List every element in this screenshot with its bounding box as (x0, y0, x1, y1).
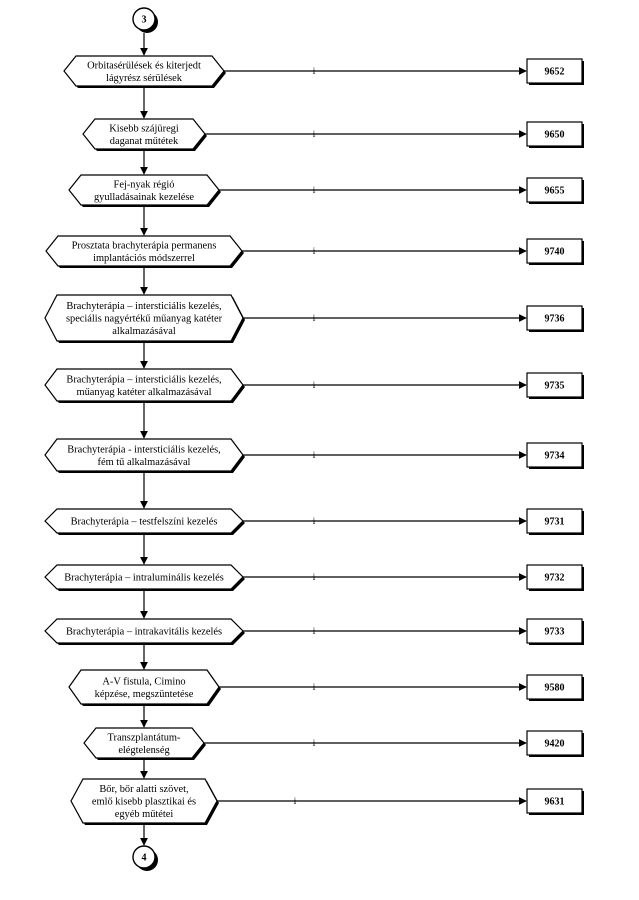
branch-label: i (313, 66, 316, 76)
branch-label: i (313, 380, 316, 390)
branch-label: i (313, 516, 316, 526)
branch-label: i (313, 682, 316, 692)
decision-label: elégtelenség (118, 745, 169, 756)
code-box (526, 618, 583, 644)
branch-label: i (294, 796, 297, 806)
code-box (526, 121, 583, 147)
decision-step-9580: A-V fistula, Cimino képzése, megszüntetés… (68, 669, 584, 706)
decision-step-9650: Kisebb szájüregi daganat műtétek i 9650 (82, 118, 584, 151)
branch-label: i (313, 185, 316, 195)
branch-label: i (313, 246, 316, 256)
end-connector-label: 4 (142, 853, 147, 864)
branch-label: i (313, 313, 316, 323)
decision-label: Brachyterápia – intersticiális kezelés, (66, 301, 221, 312)
code-label: 9652 (545, 67, 565, 78)
decision-label: képzése, megszüntetése (95, 689, 194, 700)
code-label: 9740 (545, 247, 565, 258)
decision-step-9420: Transzplantátum-elégtelenség i 9420 (83, 727, 584, 760)
decision-label: Brachyterápia - intersticiális kezelés, (67, 444, 220, 455)
decision-step-9631: Bőr, bőr alatti szövet, emlő kisebb plasz… (70, 778, 584, 825)
decision-label: speciális nagyértékű műanyag katéter (66, 314, 223, 325)
decision-label: Prosztata brachyterápia permanens (72, 240, 217, 251)
code-box (526, 305, 583, 331)
code-label: 9631 (545, 797, 565, 808)
branch-label: i (313, 129, 316, 139)
decision-label: Brachyterápia – intrakavitális kezelés (66, 627, 222, 638)
code-label: 9420 (545, 739, 565, 750)
end-connector: 4 (132, 845, 158, 871)
code-box (526, 674, 583, 700)
code-label: 9650 (545, 130, 565, 141)
decision-step-9733: Brachyterápia – intrakavitális kezelés i 9… (44, 618, 584, 645)
decision-step-9734: Brachyterápia - intersticiális kezelés, f… (44, 438, 584, 473)
decision-label: egyéb műtétei (115, 809, 174, 820)
decision-label: A-V fistula, Cimino (102, 676, 185, 687)
code-label: 9733 (545, 627, 565, 638)
decision-step-9740: Prosztata brachyterápia permanens implant… (45, 235, 584, 268)
decision-label: lágyrész sérülések (106, 73, 183, 84)
decision-label: Transzplantátum- (108, 732, 181, 743)
decision-label: fém tű alkalmazásával (98, 457, 191, 468)
decision-label: Kisebb szájüregi (109, 123, 179, 134)
code-label: 9655 (545, 186, 565, 197)
decision-label: Bőr, bőr alatti szövet, (99, 784, 188, 795)
decision-label: emlő kisebb plasztikai és (92, 797, 196, 808)
decision-step-9655: Fej-nyak régió gyulladásainak kezelése i 96… (68, 174, 584, 207)
start-connector: 3 (132, 7, 158, 33)
decision-label: műanyag katéter alkalmazásával (76, 387, 211, 398)
code-label: 9735 (545, 381, 565, 392)
decision-step-9735: Brachyterápia – intersticiális kezelés, m… (44, 368, 584, 403)
branch-label: i (313, 738, 316, 748)
code-box (526, 564, 583, 590)
decision-step-9731: Brachyterápia – testfelszíni kezelés i 973… (44, 508, 584, 535)
code-label: 9731 (545, 517, 565, 528)
decision-label: Fej-nyak régió (114, 179, 175, 190)
code-box (526, 177, 583, 203)
code-label: 9580 (545, 683, 565, 694)
decision-label: alkalmazásával (112, 326, 176, 337)
code-box (526, 58, 583, 84)
start-connector-label: 3 (142, 15, 147, 26)
decision-label: Brachyterápia – intersticiális kezelés, (66, 374, 221, 385)
decision-step-9652: Orbitasérülések és kiterjedt lágyrész sér… (63, 55, 584, 88)
branch-label: i (313, 572, 316, 582)
decision-label: Brachyterápia – testfelszíni kezelés (71, 517, 218, 528)
code-box (526, 788, 583, 814)
code-label: 9736 (545, 314, 565, 325)
decision-label: Orbitasérülések és kiterjedt (87, 60, 201, 71)
steps-layer: Orbitasérülések és kiterjedt lágyrész sér… (44, 33, 584, 846)
decision-step-9732: Brachyterápia – intraluminális kezelés i 9… (44, 564, 584, 591)
decision-label: Brachyterápia – intraluminális kezelés (64, 573, 224, 584)
code-label: 9732 (545, 573, 565, 584)
code-box (526, 730, 583, 756)
code-label: 9734 (545, 451, 565, 462)
decision-label: daganat műtétek (110, 136, 179, 147)
branch-label: i (313, 626, 316, 636)
decision-label: implantációs módszerrel (93, 253, 195, 264)
code-box (526, 238, 583, 264)
decision-label: gyulladásainak kezelése (94, 192, 194, 203)
decision-step-9736: Brachyterápia – intersticiális kezelés, s… (44, 294, 584, 343)
code-box (526, 372, 583, 398)
branch-label: i (313, 450, 316, 460)
code-box (526, 508, 583, 534)
code-box (526, 442, 583, 468)
